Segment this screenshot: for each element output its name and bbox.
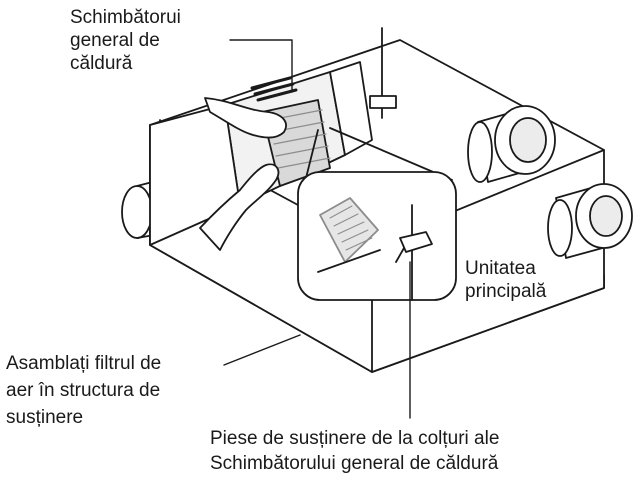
label-heat-exchanger-line2: general de (70, 30, 160, 51)
right-bracket (369, 95, 397, 109)
label-main-unit-line1: Unitatea (465, 258, 536, 279)
lower-hand (199, 163, 280, 251)
right-panel (329, 61, 373, 156)
label-corner-supports-line1: Piese de susținere de la colțuri ale (210, 428, 500, 449)
detail-filter-edge (317, 197, 381, 273)
left-duct (121, 185, 153, 239)
right-duct-lower (547, 183, 633, 259)
label-heat-exchanger: Schimbătorui general de căldură (70, 6, 181, 75)
label-air-filter-line2: aer în structura de (6, 380, 161, 401)
leader-air-filter (223, 334, 301, 366)
leader-heat-exchanger (229, 39, 293, 93)
upper-hand (204, 97, 287, 139)
label-main-unit-line2: principală (465, 281, 547, 302)
air-filter (250, 76, 298, 102)
label-heat-exchanger-line3: căldură (70, 53, 133, 74)
label-air-filter-line1: Asamblați filtrul de (6, 353, 162, 374)
label-main-unit: Unitatea principală (465, 257, 546, 303)
label-air-filter-line3: susținere (6, 407, 84, 428)
label-air-filter: Asamblați filtrul de aer în structura de… (6, 350, 161, 431)
corner-support-detail-illustration (395, 204, 433, 301)
label-heat-exchanger-line1: Schimbătorui (70, 7, 181, 28)
detail-callout (297, 171, 457, 301)
right-duct-upper (467, 105, 556, 183)
label-corner-supports: Piese de susținere de la colțuri ale Sch… (210, 426, 499, 476)
label-corner-supports-line2: Schimbătorului general de căldură (210, 453, 499, 474)
